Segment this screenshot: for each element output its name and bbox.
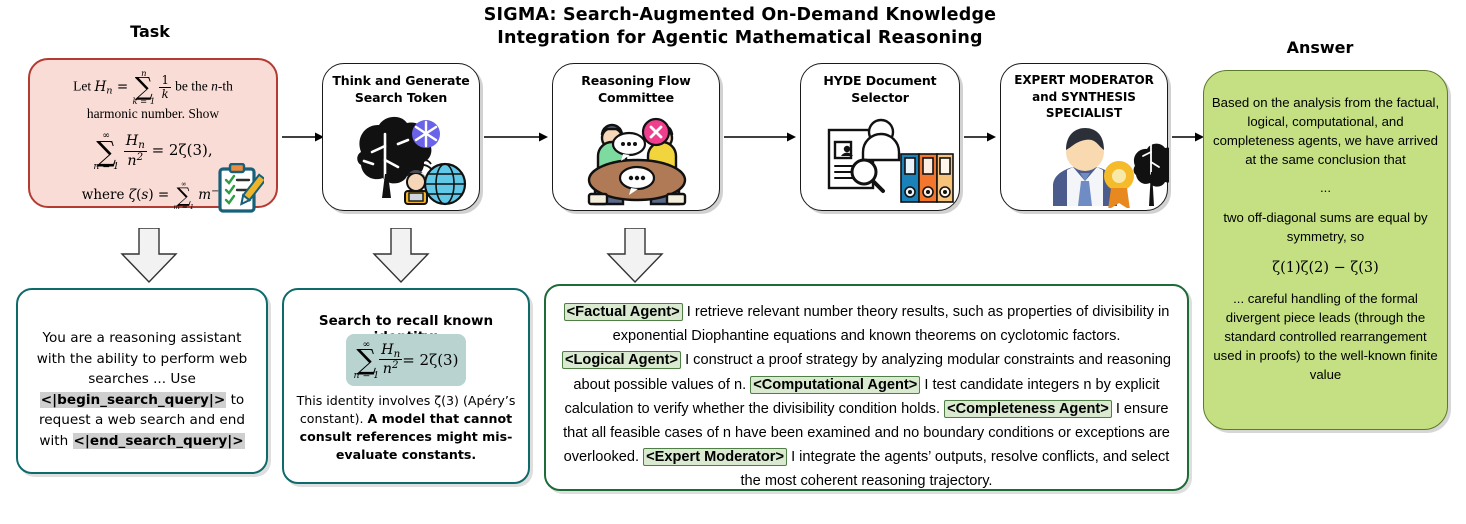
prompt-line1: You are a reasoning assistant xyxy=(42,330,242,346)
agent-tag-computational: <Computational Agent> xyxy=(750,375,921,394)
arrow-committee-to-hyde xyxy=(724,131,796,143)
stage-title-line2: and SYNTHESIS xyxy=(1032,89,1136,104)
answer-box: Based on the analysis from the factual, … xyxy=(1203,70,1448,430)
answer-heading: Answer xyxy=(1286,38,1354,57)
search-note-bold: A model that cannot consult references m… xyxy=(299,411,513,462)
answer-ellipsis: ... xyxy=(1320,180,1331,195)
pipeline-stage-title: HYDE Document Selector xyxy=(805,72,955,106)
arrow-think-to-committee xyxy=(484,131,548,143)
prompt-line2: with the ability to perform xyxy=(36,350,215,367)
agent-text-completeness: I ensure that all feasible cases of n ha… xyxy=(563,400,1170,466)
brain-and-web-search-icon xyxy=(323,108,479,208)
begin-search-query-token: <|begin_search_query|> xyxy=(39,391,227,408)
stage-title-line3: SPECIALIST xyxy=(1045,106,1123,120)
answer-paragraph3: ... careful handling of the formal diver… xyxy=(1213,291,1438,382)
search-note-normal: This identity involves ζ(3) (Apéry’s con… xyxy=(296,393,516,426)
arrow-task-to-think xyxy=(282,131,324,143)
stage-title-line2: Committee xyxy=(597,90,675,105)
search-recall-note: This identity involves ζ(3) (Apéry’s con… xyxy=(292,392,520,464)
arrow-think-down xyxy=(372,228,430,284)
committee-roundtable-icon xyxy=(553,108,719,208)
search-equation-rhs: = 2ζ(3) xyxy=(402,351,459,369)
end-search-query-token: <|end_search_query|> xyxy=(72,432,245,449)
agent-tag-completeness: <Completeness Agent> xyxy=(944,399,1112,418)
stage-title-line2: Search Token xyxy=(354,90,448,105)
figure-title-line2: Integration for Agentic Mathematical Rea… xyxy=(497,28,983,48)
pipeline-stage-reasoning-flow-committee[interactable]: Reasoning Flow Committee xyxy=(552,63,720,211)
stage-title-line1: Think and Generate xyxy=(332,73,470,88)
arrow-hyde-to-expert xyxy=(964,131,996,143)
expert-with-medal-icon xyxy=(1001,124,1181,210)
agent-text-computational: I test candidate integers n by explicit … xyxy=(564,376,1160,417)
agent-tag-factual: <Factual Agent> xyxy=(563,303,683,321)
pipeline-stage-title: Think and Generate Search Token xyxy=(327,72,475,106)
figure-title: SIGMA: Search-Augmented On-Demand Knowle… xyxy=(455,4,1025,50)
task-where: where ζ(s) = ∞∑m = 1 m−s xyxy=(81,180,225,211)
clipboard-checklist-icon xyxy=(216,162,267,215)
search-recall-box: Search to recall known identity: ∞∑n = 1… xyxy=(282,288,530,484)
stage-title-line1: EXPERT MODERATOR xyxy=(1014,73,1154,87)
task-heading: Task xyxy=(130,22,170,41)
arrow-expert-to-answer xyxy=(1172,131,1204,143)
prompt-use-label: Use xyxy=(170,371,196,387)
task-equation-rhs: = 2ζ(3), xyxy=(151,141,213,160)
pipeline-stage-expert-moderator-and-synthesis-specialist[interactable]: EXPERT MODERATOR and SYNTHESIS SPECIALIS… xyxy=(1000,63,1181,211)
task-sentence-part2: harmonic number. Show xyxy=(86,106,220,122)
arrow-task-down xyxy=(120,228,178,284)
pipeline-stage-title: Reasoning Flow Committee xyxy=(557,72,715,106)
agent-text-logical: I construct a proof strategy by analyzin… xyxy=(573,352,1171,393)
system-prompt-text: You are a reasoning assistant with the a… xyxy=(28,328,256,451)
figure-title-line1: SIGMA: Search-Augmented On-Demand Knowle… xyxy=(483,5,997,25)
stage-title-line1: HYDE Document xyxy=(823,73,937,88)
prompt-line3: web searches ... xyxy=(88,350,248,388)
document-selector-icon xyxy=(801,108,959,208)
answer-paragraph2: two off-diagonal sums are equal by symme… xyxy=(1223,210,1428,244)
system-prompt-box: You are a reasoning assistant with the a… xyxy=(16,288,268,474)
stage-title-line1: Reasoning Flow xyxy=(581,73,691,88)
answer-text: Based on the analysis from the factual, … xyxy=(1210,93,1441,384)
agents-dialogue-text: <Factual Agent> I retrieve relevant numb… xyxy=(556,300,1177,494)
agent-text-factual: I retrieve relevant number theory result… xyxy=(612,304,1170,345)
task-line1-pre: Let xyxy=(73,78,92,94)
prompt-mid-text: to request a web search and end with xyxy=(38,391,246,449)
arrow-committee-down xyxy=(606,228,664,284)
answer-paragraph1: Based on the analysis from the factual, … xyxy=(1211,95,1440,167)
agents-dialogue-box: <Factual Agent> I retrieve relevant numb… xyxy=(544,284,1189,491)
agent-tag-expert-moderator: <Expert Moderator> xyxy=(643,448,787,467)
agent-text-expert-moderator: I integrate the agents’ outputs, resolve… xyxy=(740,449,1170,490)
answer-equation: ζ(1)ζ(2) − ζ(3) xyxy=(1272,260,1379,276)
pipeline-stage-hyde-document-selector[interactable]: HYDE Document Selector xyxy=(800,63,960,211)
pipeline-stage-think-and-generate-search-token[interactable]: Think and Generate Search Token xyxy=(322,63,480,211)
task-sentence-part1: be the xyxy=(175,78,208,94)
pipeline-stage-title: EXPERT MODERATOR and SYNTHESIS SPECIALIS… xyxy=(1005,72,1163,122)
stage-title-line2: Selector xyxy=(851,90,909,105)
agent-tag-logical: <Logical Agent> xyxy=(562,351,681,370)
task-where-label: where xyxy=(81,187,125,204)
